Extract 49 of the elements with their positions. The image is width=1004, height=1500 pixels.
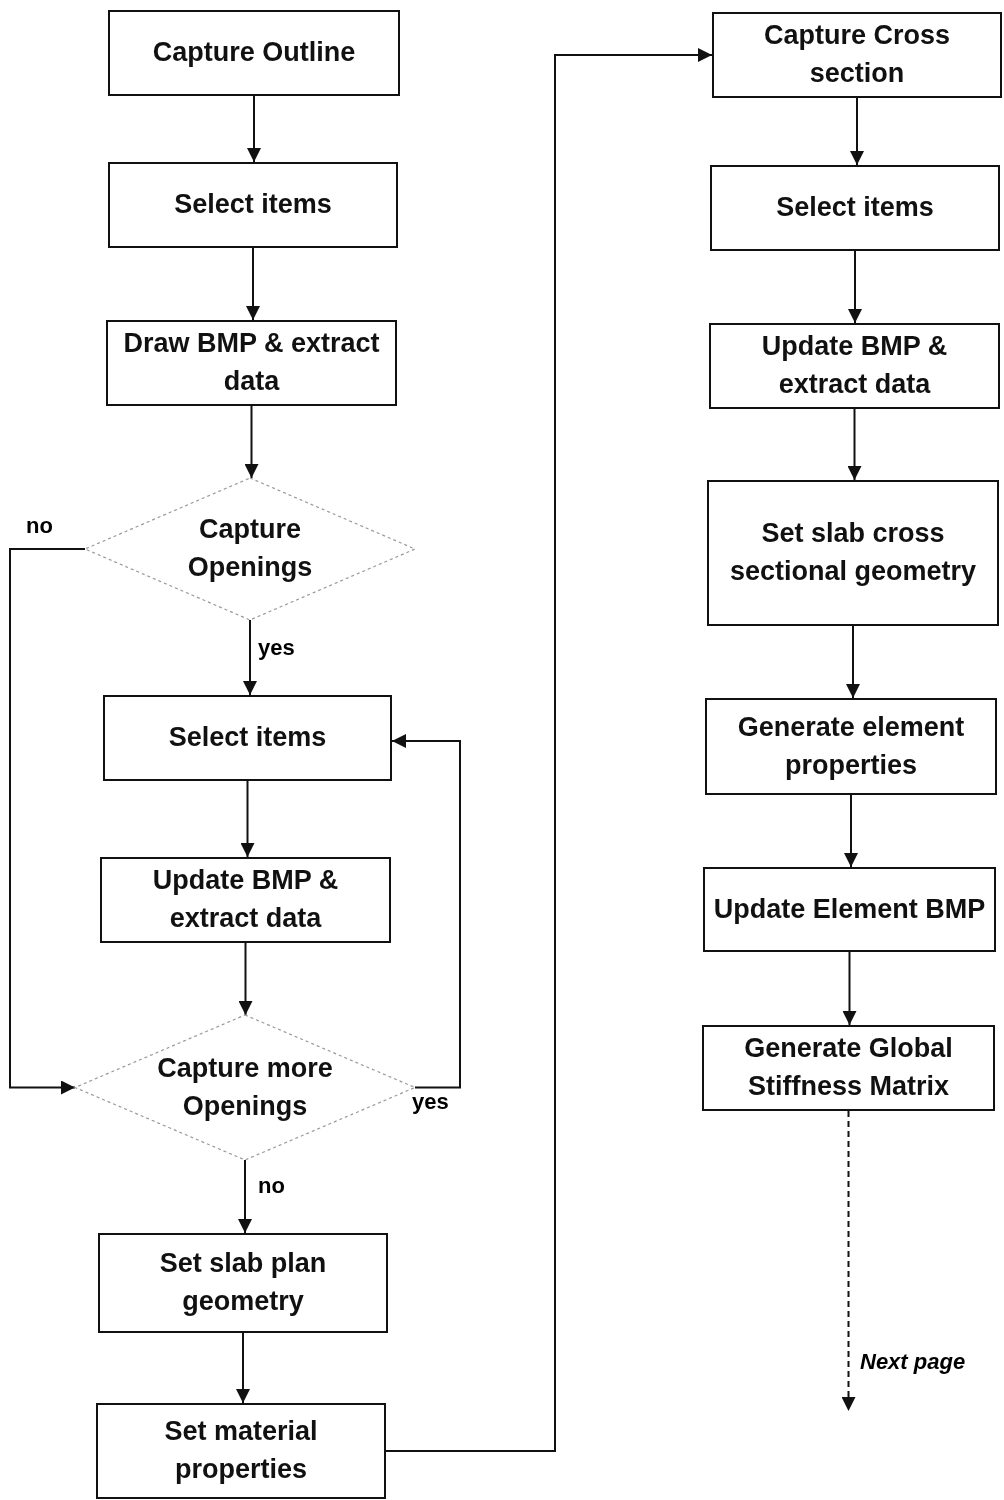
node-text: Update Element BMP	[712, 892, 987, 926]
arrow	[848, 250, 862, 324]
process-box	[705, 698, 997, 795]
arrow	[842, 951, 857, 1026]
arrow	[238, 1159, 252, 1234]
arrow	[236, 1332, 250, 1404]
node-text: Capture Outline	[151, 36, 357, 70]
node-text: Set slab plan geometry	[158, 1247, 328, 1318]
process-box	[712, 12, 1002, 98]
arrow	[844, 794, 858, 868]
process-box	[702, 1025, 995, 1111]
node-text: Generate element properties	[736, 710, 966, 782]
node-text: Capture Openings	[186, 513, 314, 584]
node-text: Generate Global Stiffness Matrix	[743, 1032, 954, 1103]
decision-diamond	[85, 478, 415, 620]
node-text: Select items	[167, 721, 328, 755]
arrow	[244, 405, 259, 479]
node-text: Update BMP & extract data	[151, 864, 340, 935]
arrow	[841, 1110, 856, 1412]
arrow	[850, 97, 864, 166]
arrow	[243, 619, 257, 696]
node-text: Capture more Openings	[156, 1051, 334, 1123]
arrow	[246, 247, 260, 321]
arrow	[9, 548, 86, 1095]
process-box	[108, 10, 400, 96]
process-box	[103, 695, 392, 781]
node-text: Select items	[775, 191, 935, 225]
node-text: Set material properties	[163, 1415, 319, 1486]
process-box	[98, 1233, 388, 1333]
arrow	[238, 942, 253, 1016]
node-text: Set slab cross sectional geometry	[728, 517, 978, 588]
arrow	[385, 48, 713, 1452]
arrow	[846, 625, 860, 699]
arrow	[240, 780, 255, 858]
node-text: Capture Cross section	[762, 19, 951, 90]
node-text: Select items	[173, 188, 333, 222]
arrow	[847, 408, 862, 481]
process-box	[710, 165, 1000, 251]
arrow	[247, 95, 261, 163]
process-box	[100, 857, 391, 943]
node-text: Update BMP & extract data	[760, 330, 949, 401]
process-box	[106, 320, 397, 406]
arrow	[391, 734, 461, 1089]
process-box	[707, 480, 999, 626]
node-text: Draw BMP & extract data	[122, 327, 381, 398]
process-box	[108, 162, 398, 248]
process-box	[709, 323, 1000, 409]
process-box	[703, 867, 996, 952]
process-box	[96, 1403, 386, 1499]
